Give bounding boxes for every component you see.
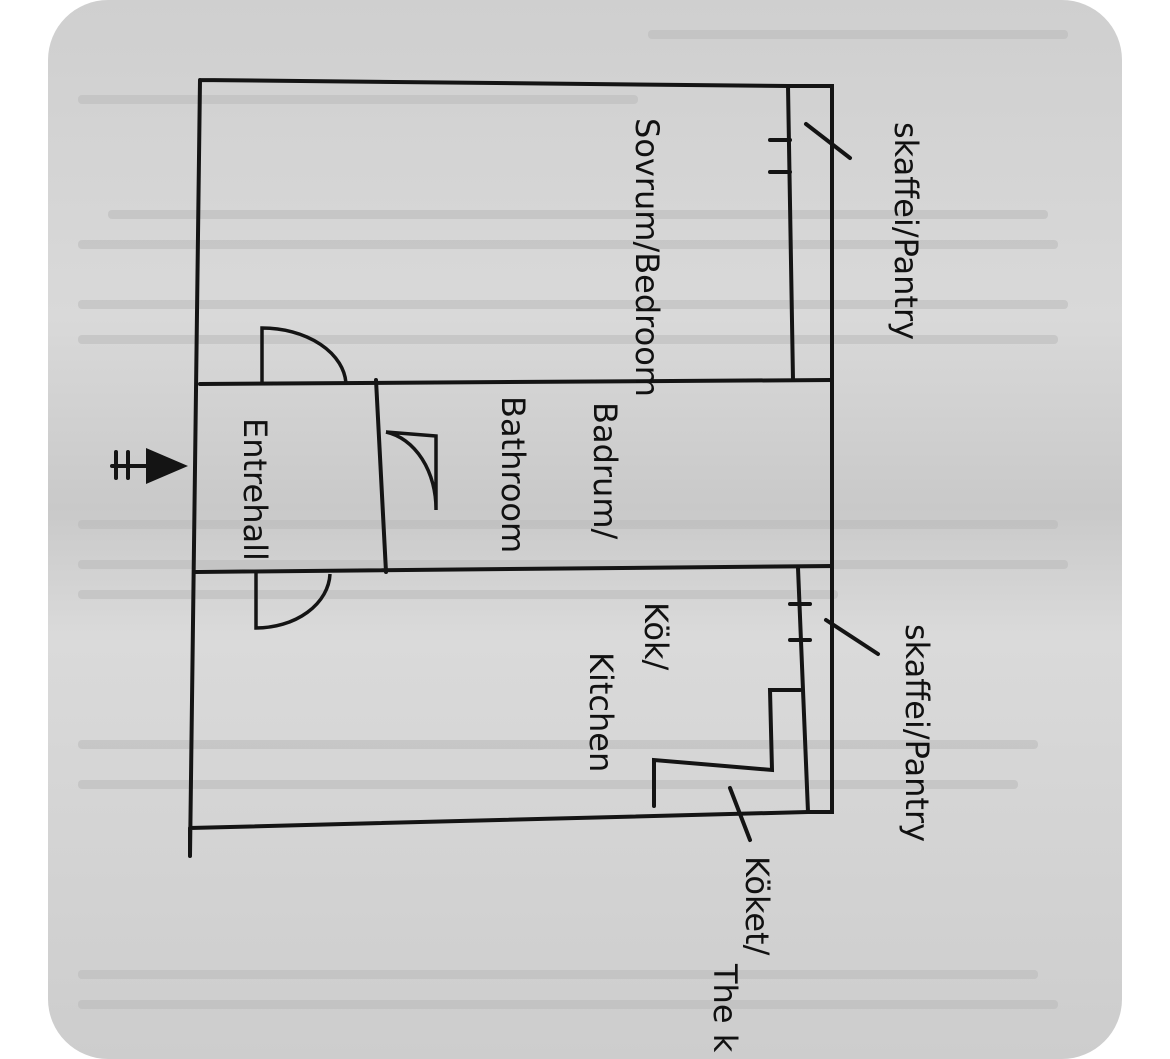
pantry-bottom-wall <box>796 566 810 814</box>
entrance-arrow-icon <box>110 448 188 484</box>
label-bedroom: Sovrum/Bedroom <box>628 118 666 397</box>
paper-photo <box>48 0 1122 1059</box>
bleed-text-line <box>648 30 1068 39</box>
wall-bedroom-bath <box>198 378 834 386</box>
bleed-text-line <box>78 300 1068 309</box>
label-kitchenette: Köket/ <box>738 856 776 956</box>
bleed-text-line <box>78 740 1038 749</box>
bleed-text-line <box>108 210 1048 219</box>
label-pantry-top: skaffei/Pantry <box>887 122 925 340</box>
door-bedroom <box>260 326 348 385</box>
label-pantry-bottom: skaffei/Pantry <box>898 624 936 842</box>
bleed-text-line <box>78 335 1058 344</box>
kitchen-counter <box>652 688 802 808</box>
label-bathroom-en: Bathroom <box>494 396 532 553</box>
outer-wall <box>188 78 834 858</box>
bleed-text-line <box>78 560 1068 569</box>
label-kitchen-sv: Kök/ <box>637 602 675 671</box>
wall-hall-bath <box>374 378 388 574</box>
bleed-text-line <box>78 95 638 104</box>
pantry-top-leader <box>804 122 852 160</box>
bleed-text-line <box>78 240 1058 249</box>
bleed-text-line <box>78 520 1058 529</box>
label-kitchenette-cut: The k <box>706 963 744 1053</box>
label-entrehall: Entrehall <box>236 418 274 561</box>
bleed-text-line <box>78 970 1038 979</box>
door-kitchen <box>254 572 332 630</box>
kitchenette-leader <box>728 786 752 842</box>
wall-bath-kitchen <box>193 564 834 574</box>
door-bathroom <box>385 430 438 511</box>
pantry-bottom-leader <box>824 618 880 656</box>
label-bathroom-sv: Badrum/ <box>586 402 624 539</box>
pantry-top-wall <box>786 84 795 382</box>
bleed-text-line <box>78 780 1018 789</box>
label-kitchen-en: Kitchen <box>582 652 620 772</box>
bleed-text-line <box>78 1000 1058 1009</box>
bleed-text-line <box>78 590 838 599</box>
